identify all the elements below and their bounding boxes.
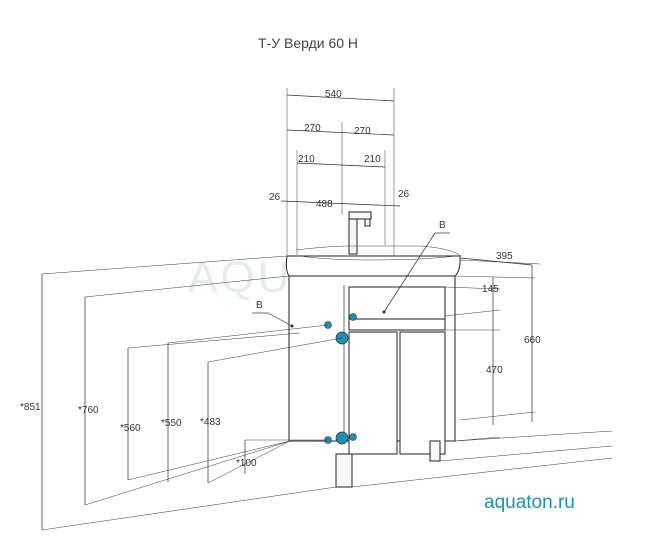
callout-b-left: В (252, 300, 294, 328)
dim-270-right: 270 (354, 126, 371, 137)
floor-lines (351, 430, 613, 488)
left-dimensions: *851 *760 *560 *550 *483 *100 (20, 255, 343, 531)
door-right (399, 331, 446, 455)
dim-395: 395 (496, 251, 513, 262)
callout-b-top: В (382, 220, 450, 314)
basin (285, 245, 462, 277)
cabinet (288, 275, 456, 488)
hole-2 (335, 431, 349, 445)
dim-270-left: 270 (304, 123, 321, 134)
dim-483: *483 (200, 417, 221, 428)
dim-100: *100 (236, 458, 257, 469)
label-b-left: В (256, 300, 263, 311)
dim-550: *550 (161, 418, 182, 429)
dim-470: 470 (486, 365, 503, 376)
hole-5 (349, 313, 357, 321)
width-dimensions: 540 270 270 210 210 26 488 26 (269, 88, 410, 257)
drawing-title: Т-У Верди 60 Н (258, 35, 358, 51)
hole-6 (349, 433, 357, 441)
dim-660: 660 (524, 335, 541, 346)
faucet (348, 211, 372, 255)
label-b-top: В (439, 220, 446, 231)
dim-540: 540 (325, 89, 342, 100)
dim-26-left: 26 (269, 192, 281, 203)
website-label: aquaton.ru (484, 492, 575, 513)
leg-back (429, 440, 441, 462)
dim-210-left: 210 (298, 154, 315, 165)
dim-560: *560 (120, 423, 141, 434)
dim-760: *760 (78, 405, 99, 416)
leg-front (335, 453, 353, 488)
dim-210-right: 210 (364, 154, 381, 165)
door-left (348, 331, 398, 455)
right-dimensions: 395 660 145 470 (444, 251, 541, 442)
dim-26-right: 26 (398, 189, 410, 200)
dim-488: 488 (316, 199, 333, 210)
dim-145: 145 (482, 284, 499, 295)
dim-851: *851 (20, 402, 41, 413)
